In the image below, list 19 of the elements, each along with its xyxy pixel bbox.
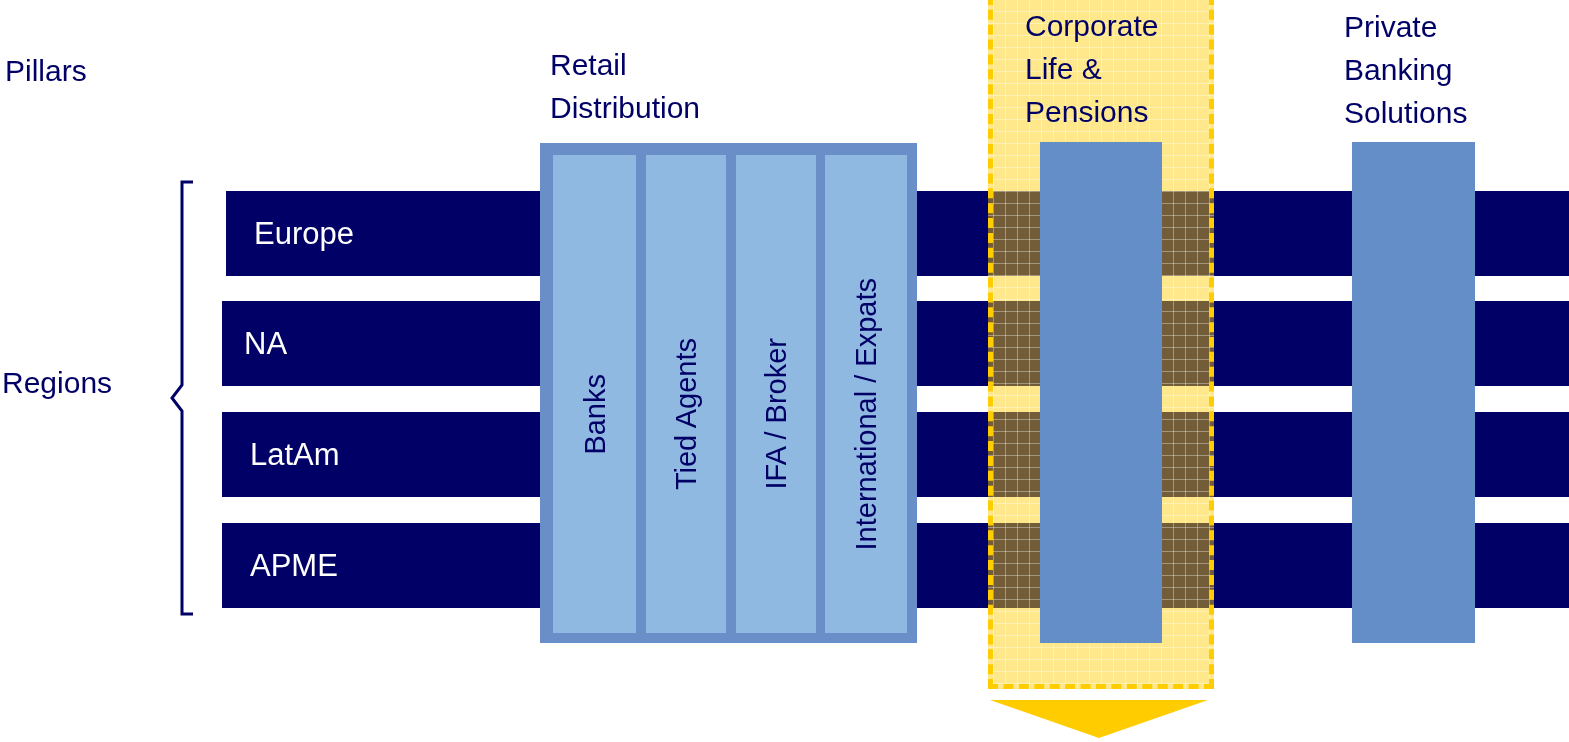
channel-column (736, 155, 816, 633)
region-label: Europe (254, 215, 354, 252)
pillar-heading: Corporate Life & Pensions (1025, 8, 1160, 130)
highlight-box (988, 0, 1214, 689)
axis-label: Pillars (5, 53, 87, 89)
channel-column (646, 155, 726, 633)
pillar-heading: Retail Distribution (550, 47, 702, 126)
pillar-bar (1040, 142, 1162, 643)
channel-label: Banks (577, 373, 612, 455)
channel-label: IFA / Broker (759, 338, 793, 490)
region-label: APME (250, 547, 338, 584)
region-label: LatAm (250, 436, 340, 473)
channel-label: Tied Agents (669, 337, 703, 491)
channel-column (825, 155, 907, 633)
region-label: NA (244, 325, 288, 362)
axis-label: Regions (2, 365, 113, 401)
channel-label: International / Expats (849, 277, 883, 551)
channel-column (553, 155, 636, 633)
pillar-heading: Private Banking Solutions (1344, 9, 1469, 131)
